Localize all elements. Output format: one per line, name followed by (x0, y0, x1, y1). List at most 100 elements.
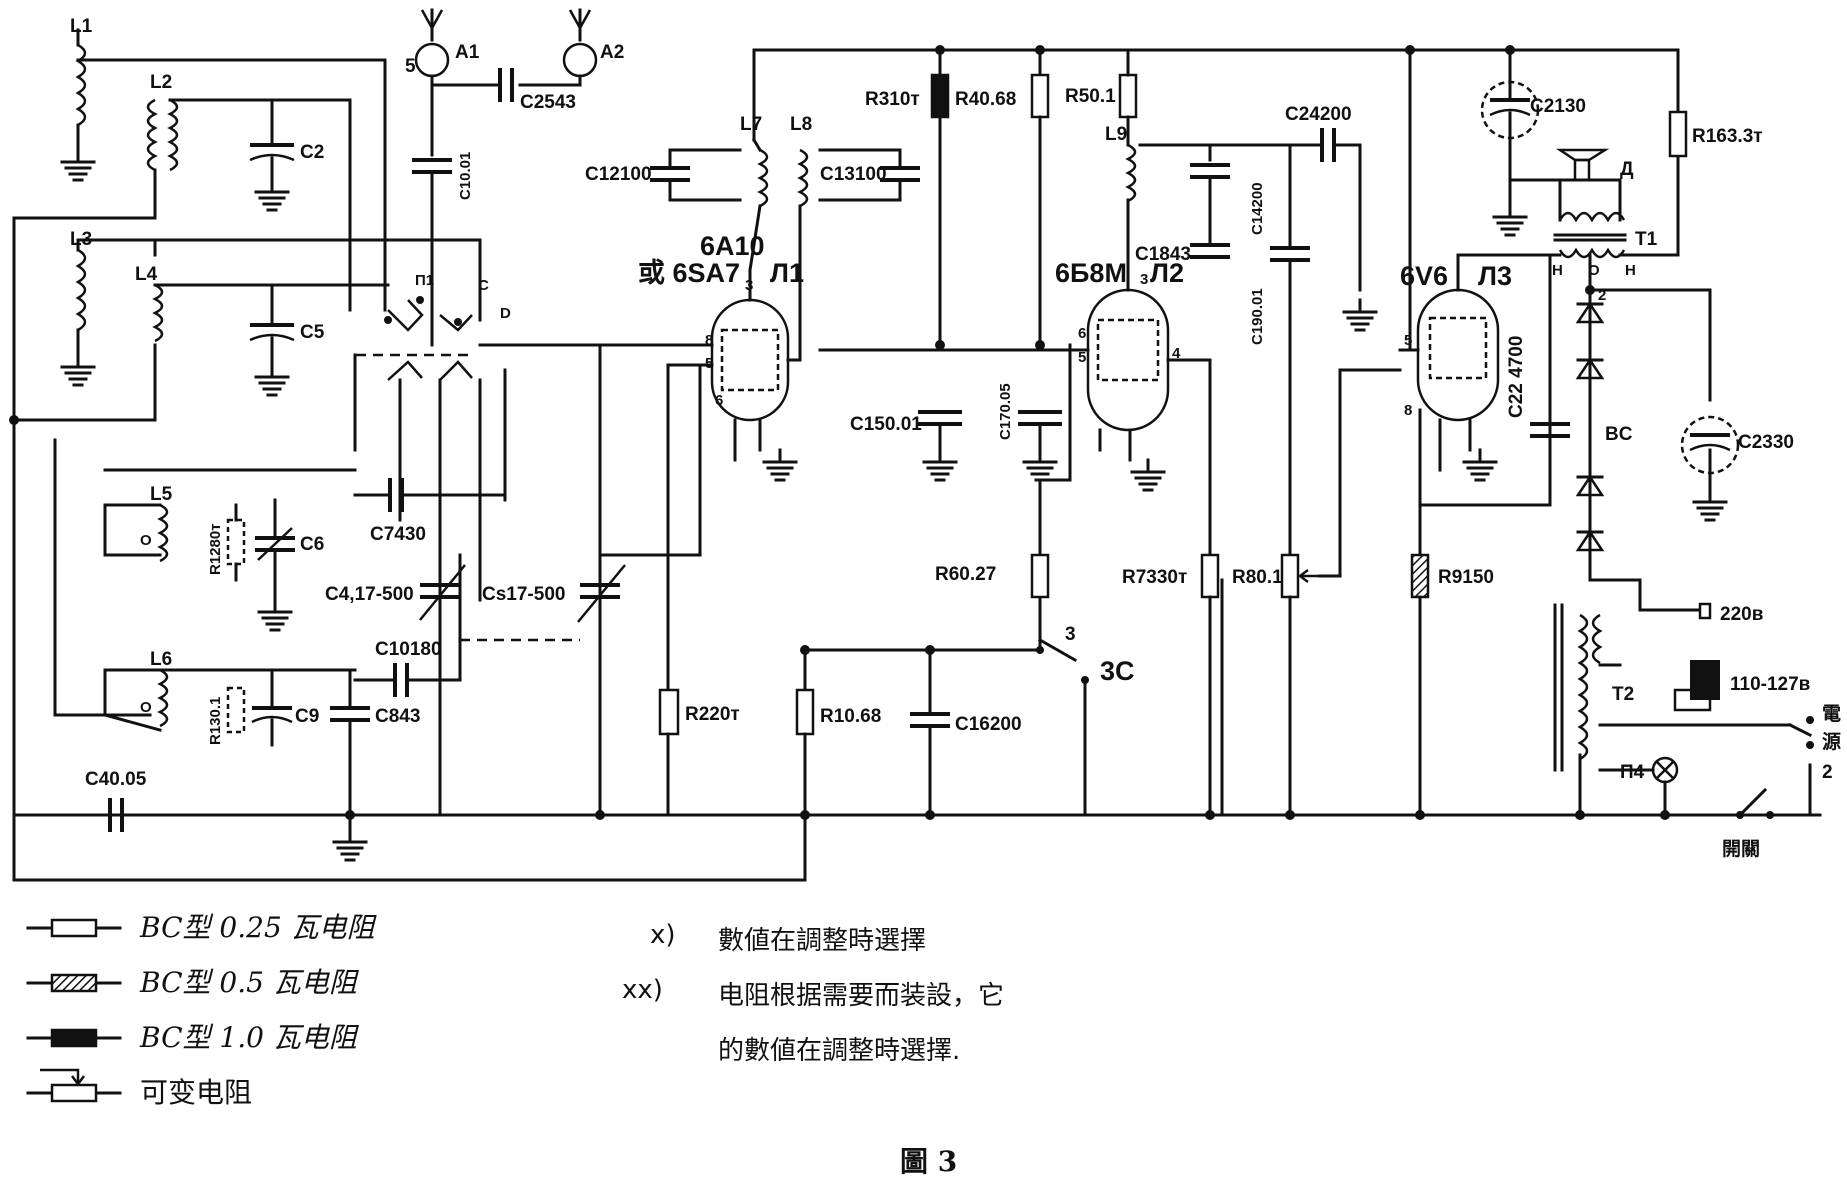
svg-text:H: H (1552, 262, 1563, 279)
svg-text:3: 3 (1140, 271, 1148, 288)
resistor-r9: R9150 (1410, 503, 1494, 817)
svg-text:Л1: Л1 (770, 258, 804, 288)
svg-text:3C: 3C (1100, 656, 1135, 686)
svg-text:C843: C843 (375, 706, 420, 727)
svg-text:C2543: C2543 (520, 92, 576, 113)
svg-text:6: 6 (715, 392, 723, 409)
svg-text:C13100: C13100 (820, 164, 887, 185)
capacitor-c7: C7430 (353, 478, 507, 545)
svg-text:Л2: Л2 (1150, 258, 1184, 288)
resistor-r12: R1280т (207, 503, 246, 582)
svg-text:4: 4 (1172, 345, 1181, 362)
svg-text:L5: L5 (150, 484, 173, 505)
capacitor-c15: C150.01 (850, 410, 962, 482)
capacitor-c9: C9 (251, 668, 319, 747)
svg-text:8: 8 (1404, 402, 1412, 419)
svg-text:6Б8М: 6Б8М (1055, 258, 1127, 288)
coil-l3: L3 (60, 229, 157, 387)
capacitor-c22: C22 4700 (1506, 253, 1570, 507)
capacitor-c21: C2130 (1480, 48, 1586, 237)
svg-text:8: 8 (705, 332, 713, 349)
svg-text:C22 4700: C22 4700 (1506, 336, 1527, 418)
svg-text:R50.1: R50.1 (1065, 86, 1116, 107)
svg-text:C24200: C24200 (1285, 104, 1352, 125)
svg-text:2: 2 (1822, 762, 1833, 783)
svg-text:C2130: C2130 (1530, 96, 1586, 117)
svg-text:R220т: R220т (685, 704, 740, 725)
capacitor-c14: C14200 (1190, 163, 1266, 247)
power-transformer-t2: T2 220в (1553, 578, 1763, 817)
svg-text:BC: BC (1605, 424, 1633, 445)
capacitor-c10: C10180 (353, 553, 462, 697)
capacitor-c24: C24200 (1208, 104, 1378, 332)
svg-text:C12100: C12100 (585, 164, 652, 185)
coil-l4: L4 (135, 238, 482, 422)
resistor-r3: R310т (865, 73, 950, 119)
svg-text:R1280т: R1280т (207, 523, 224, 575)
svg-text:C: C (478, 277, 489, 294)
svg-text:5: 5 (1078, 349, 1086, 366)
coil-l9: L9 (1105, 123, 1212, 252)
svg-text:T1: T1 (1635, 229, 1658, 250)
switch-3c: 3 3C (1036, 624, 1135, 817)
svg-text:R130.1: R130.1 (207, 697, 224, 745)
svg-text:3: 3 (1065, 624, 1076, 645)
antenna-a2: A2 (518, 8, 624, 87)
svg-text:R10.68: R10.68 (820, 706, 881, 727)
note-text-x: 數値在調整時選擇 (718, 926, 927, 956)
svg-text:C40.05: C40.05 (85, 769, 147, 790)
tube-l2: 6Б8М Л2 6 5 4 3 (1038, 248, 1212, 547)
tube-l3: 6V6 Л3 5 8 (1398, 48, 1552, 507)
capacitor-c8: C843 (330, 668, 420, 862)
coil-l1: L1 (60, 16, 387, 312)
svg-text:C150.01: C150.01 (850, 414, 922, 435)
capacitor-c16: C16200 (910, 648, 1022, 817)
svg-text:C10180: C10180 (375, 639, 442, 660)
resistor-r2: R220т (658, 688, 740, 817)
svg-text:電: 電 (1822, 703, 1841, 725)
voltage-selector: 110-127в (1598, 660, 1813, 738)
svg-text:D: D (500, 305, 511, 322)
capacitor-c25: C2543 (430, 68, 576, 113)
note-text-xx: 电阻根据需要而装設，它 (718, 981, 1005, 1011)
coil-l8: L8 (790, 114, 812, 362)
svg-text:L9: L9 (1105, 124, 1127, 145)
svg-text:C4,17-500: C4,17-500 (325, 584, 414, 605)
svg-text:O: O (140, 532, 152, 549)
junctions (9, 45, 1670, 820)
svg-text:C5: C5 (300, 322, 325, 343)
svg-text:R9150: R9150 (1438, 567, 1494, 588)
legend-item-10w: BC型 1.0 瓦电阻 (140, 1021, 357, 1054)
figure-caption: 圖 3 (900, 1145, 958, 1178)
power-switch: 開關 電 源 2 (1708, 703, 1841, 860)
svg-text:R60.27: R60.27 (935, 564, 996, 585)
capacitor-c12: C12100 (585, 148, 742, 202)
svg-text:C10.01: C10.01 (457, 152, 474, 200)
resistor-r4: R40.68 (955, 73, 1050, 347)
resistor-r5: R50.1 (1065, 48, 1138, 127)
note-mark-xx: xx) (622, 975, 663, 1005)
svg-text:5: 5 (1404, 332, 1412, 349)
svg-text:O: O (140, 699, 152, 716)
svg-text:C170.05: C170.05 (997, 383, 1014, 440)
resistor-r8-variable: R80.1 (1232, 368, 1402, 817)
pilot-lamp-p4: П4 (1598, 756, 1679, 817)
svg-text:源: 源 (1822, 730, 1841, 753)
svg-text:6V6: 6V6 (1400, 261, 1448, 291)
capacitor-c23: C2330 (1680, 415, 1794, 522)
svg-text:110-127в: 110-127в (1730, 674, 1810, 695)
capacitor-cs: Cs17-500 (460, 553, 626, 642)
svg-text:L8: L8 (790, 114, 812, 135)
speaker: Д (1555, 148, 1634, 222)
capacitor-c13: C13100 (818, 148, 920, 202)
coil-l2: L2 (146, 72, 352, 312)
svg-text:L1: L1 (70, 16, 93, 37)
svg-text:C9: C9 (295, 706, 319, 727)
svg-text:6: 6 (1078, 325, 1086, 342)
output-transformer-t1: T1 H O H (1468, 211, 1658, 292)
antenna-a1: A1 5 (405, 8, 480, 157)
note-text-xx-cont: 的數値在調整時選擇. (718, 1036, 961, 1066)
svg-text:C1843: C1843 (1135, 244, 1191, 265)
resistor-r1: R10.68 (795, 688, 881, 882)
capacitor-c6: C6 (255, 498, 324, 632)
